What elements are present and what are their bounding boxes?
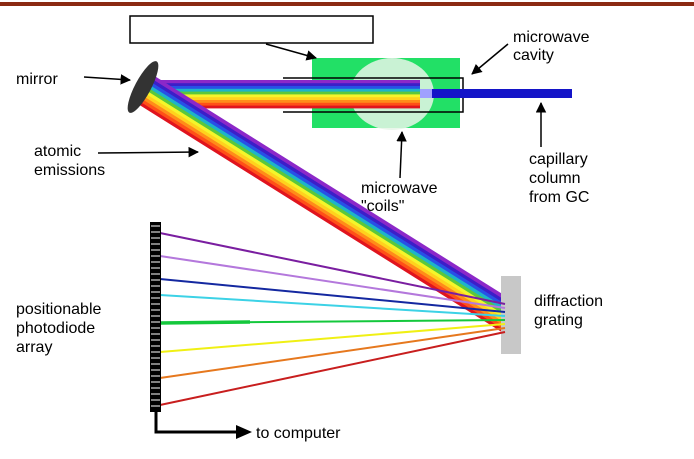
- horizontal-band-stripe: [150, 82, 420, 86]
- ray-red: [159, 331, 506, 406]
- photodiode-bar: [150, 222, 161, 412]
- coils-arrow: [396, 130, 407, 179]
- label-photodiode-1: positionable: [16, 301, 102, 318]
- photodiode-array: [150, 222, 161, 412]
- diagonal-band-stripe: [137, 93, 508, 327]
- diffraction-grating-plate: [501, 276, 521, 354]
- label-atomic-emissions-1: atomic: [34, 143, 81, 160]
- label-capillary-2: column: [529, 170, 581, 187]
- label-capillary-3: from GC: [529, 189, 589, 206]
- label-diffraction-grating-1: diffraction: [534, 293, 603, 310]
- top-rule: [0, 2, 694, 6]
- ray-lavender: [159, 255, 506, 309]
- horizontal-band-stripe: [150, 91, 420, 95]
- label-microwave-cavity-1: microwave: [513, 29, 590, 46]
- ray-green-thick-segment: [159, 320, 251, 325]
- ray-navy: [159, 278, 506, 313]
- capillary-tip: [420, 89, 432, 98]
- label-microwave-cavity-2: cavity: [513, 47, 554, 64]
- title-box: [129, 15, 374, 44]
- label-mirror: mirror: [16, 71, 58, 88]
- horizontal-band-stripe: [150, 102, 420, 106]
- horizontal-band-stripe: [150, 80, 420, 84]
- atomic-emissions-arrow: [97, 146, 200, 158]
- dispersed-rays: [159, 232, 506, 406]
- diagonal-emission-band: [134, 74, 519, 332]
- ray-violet: [159, 232, 506, 305]
- label-microwave-coils-2: "coils": [361, 198, 404, 215]
- horizontal-band-stripe: [150, 96, 420, 100]
- to-computer-arrowhead: [236, 425, 252, 439]
- horizontal-band-stripe: [150, 85, 420, 89]
- label-diffraction-grating-2: grating: [534, 312, 583, 329]
- horizontal-band-stripe: [150, 94, 420, 98]
- label-photodiode-2: photodiode: [16, 320, 95, 337]
- label-to-computer: to computer: [256, 425, 341, 442]
- title-box-arrow: [265, 43, 318, 61]
- label-capillary-1: capillary: [529, 151, 588, 168]
- label-atomic-emissions-2: emissions: [34, 162, 105, 179]
- horizontal-emission-band: [150, 80, 420, 109]
- capillary-column-rod: [430, 89, 572, 98]
- label-photodiode-3: array: [16, 339, 52, 356]
- ray-cyan: [159, 294, 506, 317]
- horizontal-band-stripe: [150, 99, 420, 103]
- to-computer-line: [154, 412, 238, 434]
- mirror-shape: [127, 61, 159, 113]
- horizontal-band-stripe: [150, 105, 420, 109]
- mirror-arrow: [83, 74, 132, 85]
- horizontal-band-stripe: [150, 88, 420, 92]
- cavity-arrow: [471, 43, 509, 75]
- ray-orange: [159, 327, 506, 379]
- ray-yellow: [159, 323, 506, 353]
- label-microwave-coils-1: microwave: [361, 180, 438, 197]
